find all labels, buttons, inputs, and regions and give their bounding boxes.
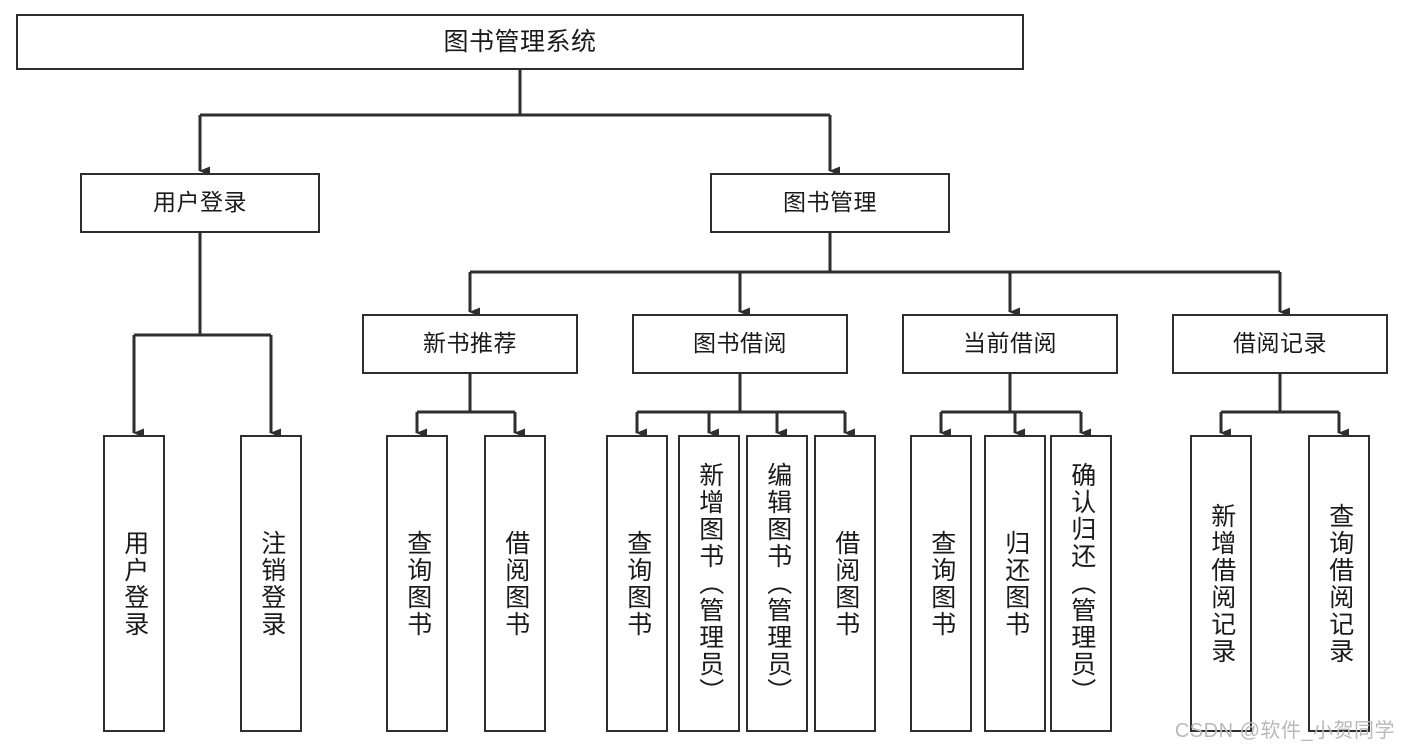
node-label: 图书借阅: [693, 330, 787, 357]
node-l-query3[interactable]: 查询图书: [910, 435, 972, 732]
node-l-add[interactable]: 新增图书（管理员）: [678, 435, 740, 732]
node-l-queryrec[interactable]: 查询借阅记录: [1308, 435, 1370, 732]
node-borrow[interactable]: 图书借阅: [632, 314, 848, 374]
node-label: 查询图书: [403, 529, 432, 638]
node-label: 归还图书: [1001, 529, 1030, 638]
node-label: 用户登录: [120, 529, 149, 638]
node-label: 新增借阅记录: [1207, 502, 1236, 665]
node-l-return[interactable]: 归还图书: [984, 435, 1046, 732]
node-l-confirm[interactable]: 确认归还（管理员）: [1050, 435, 1112, 732]
node-l-borrow1[interactable]: 借阅图书: [484, 435, 546, 732]
node-label: 注销登录: [257, 529, 286, 638]
node-l-logout[interactable]: 注销登录: [240, 435, 302, 732]
node-label: 查询图书: [623, 529, 652, 638]
node-l-query2[interactable]: 查询图书: [606, 435, 668, 732]
node-label: 借阅记录: [1233, 330, 1327, 357]
node-label: 用户登录: [153, 189, 247, 216]
node-l-borrow2[interactable]: 借阅图书: [814, 435, 876, 732]
node-l-query1[interactable]: 查询图书: [386, 435, 448, 732]
node-current[interactable]: 当前借阅: [902, 314, 1118, 374]
node-label: 图书管理: [783, 189, 877, 216]
watermark: CSDN @软件_小贺同学: [1174, 720, 1395, 742]
node-label: 图书管理系统: [443, 28, 597, 56]
node-label: 新增图书（管理员）: [695, 462, 724, 705]
node-label: 确认归还（管理员）: [1067, 462, 1096, 705]
node-label: 查询借阅记录: [1325, 502, 1354, 665]
node-l-login[interactable]: 用户登录: [103, 435, 165, 732]
node-login[interactable]: 用户登录: [80, 173, 320, 233]
node-label: 新书推荐: [423, 330, 517, 357]
node-newbook[interactable]: 新书推荐: [362, 314, 578, 374]
node-label: 借阅图书: [501, 529, 530, 638]
node-label: 借阅图书: [831, 529, 860, 638]
node-label: 编辑图书（管理员）: [763, 462, 792, 705]
node-l-edit[interactable]: 编辑图书（管理员）: [746, 435, 808, 732]
node-label: 查询图书: [927, 529, 956, 638]
node-label: 当前借阅: [963, 330, 1057, 357]
node-records[interactable]: 借阅记录: [1172, 314, 1388, 374]
node-l-addrec[interactable]: 新增借阅记录: [1190, 435, 1252, 732]
node-bookmgmt[interactable]: 图书管理: [710, 173, 950, 233]
node-root[interactable]: 图书管理系统: [16, 14, 1024, 70]
